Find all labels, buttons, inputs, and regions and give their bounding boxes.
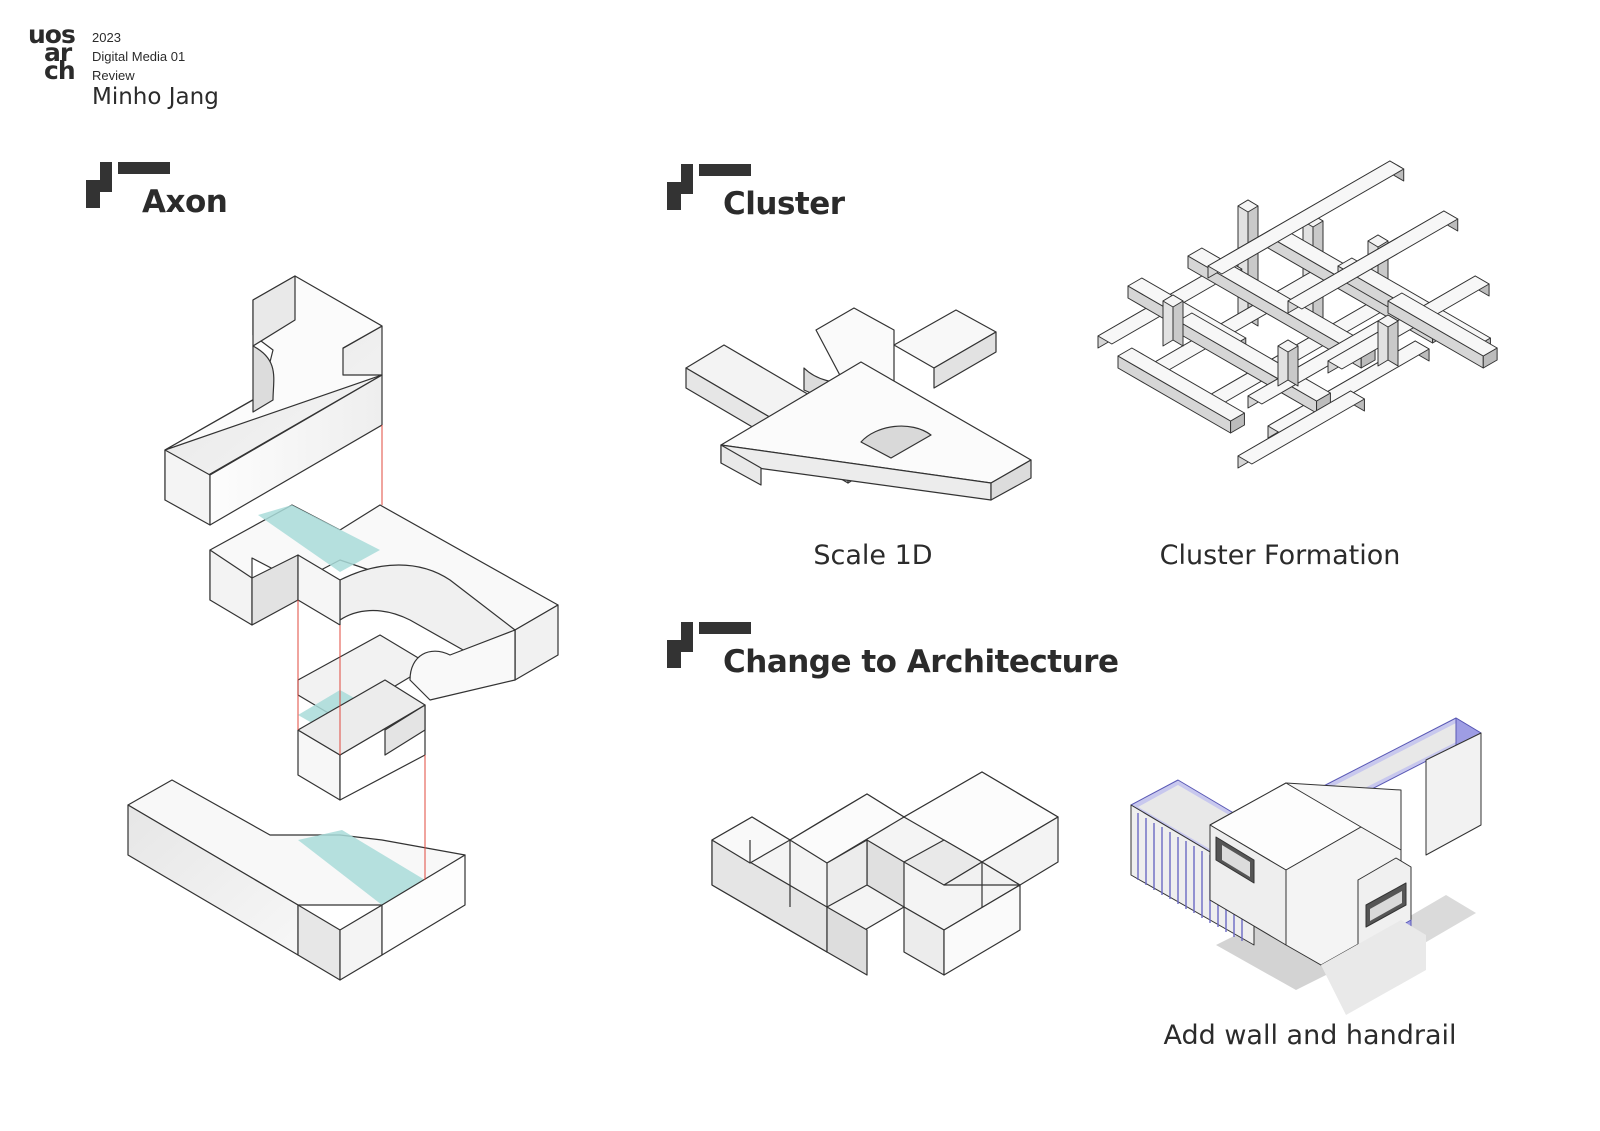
cluster-beam xyxy=(1287,210,1459,310)
cluster-post xyxy=(1162,294,1184,308)
axon-module-top xyxy=(164,275,383,526)
cluster-post xyxy=(1367,234,1389,248)
axon-exploded-drawing xyxy=(127,275,559,981)
wall-handrail-drawing xyxy=(1130,717,1482,1015)
cluster-beam xyxy=(1387,292,1498,357)
cluster-beam xyxy=(1117,347,1245,422)
caption-wall-handrail: Add wall and handrail xyxy=(1163,1020,1457,1051)
logo-line: ch xyxy=(44,56,76,85)
author-name: Minho Jang xyxy=(92,84,219,110)
cluster-formation-drawing xyxy=(1097,160,1498,469)
scale-1d-drawing xyxy=(685,307,1032,501)
section-mark-icon xyxy=(667,164,751,210)
caption-scale-1d: Scale 1D xyxy=(813,540,933,571)
cluster-post xyxy=(1277,339,1299,353)
section-mark-icon xyxy=(86,162,170,208)
review-label: Review xyxy=(92,68,135,83)
axon-guide-lines xyxy=(297,425,426,880)
section-mark-icon xyxy=(667,622,751,668)
course-label: Digital Media 01 xyxy=(92,49,186,64)
cluster-beam xyxy=(1207,160,1405,275)
year-label: 2023 xyxy=(92,30,121,45)
cluster-post xyxy=(1237,199,1259,213)
uos-arch-logo: uos ar ch xyxy=(28,20,84,86)
cluster-beam xyxy=(1267,340,1430,435)
section-title-axon: Axon xyxy=(142,184,228,220)
architecture-mass-drawing xyxy=(711,771,1059,976)
axon-module-middle-upper xyxy=(209,504,559,681)
section-title-cluster: Cluster xyxy=(723,186,845,222)
cluster-beam-group xyxy=(1097,160,1498,469)
project-meta: 2023 Digital Media 01 Review xyxy=(92,28,292,85)
cluster-beam xyxy=(1237,390,1365,465)
caption-cluster-formation: Cluster Formation xyxy=(1159,540,1401,571)
axon-module-bottom xyxy=(127,779,466,981)
logo-line: ar xyxy=(44,38,72,67)
logo-line: uos xyxy=(28,20,76,49)
cluster-post xyxy=(1377,314,1399,328)
section-title-architecture: Change to Architecture xyxy=(723,644,1119,680)
axon-module-middle-lower xyxy=(297,629,516,801)
